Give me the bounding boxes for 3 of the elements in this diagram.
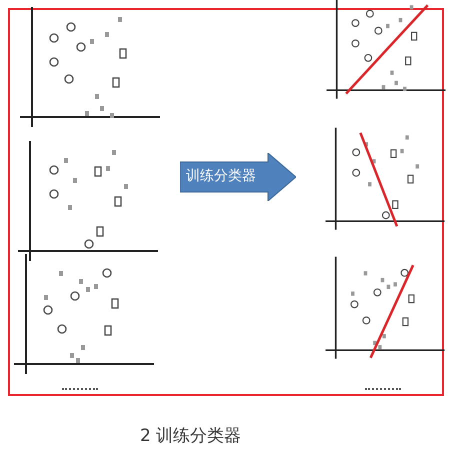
figure-caption: 2 训练分类器 [140, 425, 242, 447]
block-arrow [180, 153, 296, 201]
arrow-label: 训练分类器 [186, 167, 256, 185]
